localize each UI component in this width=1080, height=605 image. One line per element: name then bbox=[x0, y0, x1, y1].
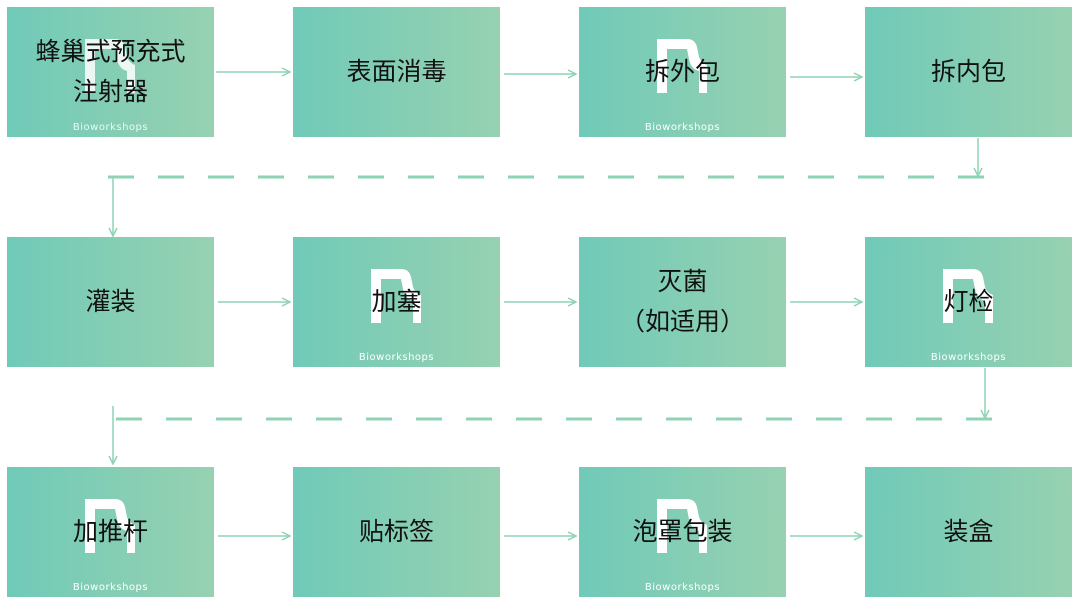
process-step-box: 贴标签 bbox=[293, 467, 500, 597]
bioworkshops-watermark-logo: Bioworkshops bbox=[579, 7, 786, 137]
process-step-label: 灌装 bbox=[85, 287, 136, 316]
watermark-text: Bioworkshops bbox=[930, 352, 1007, 363]
logo-mark-icon bbox=[943, 269, 993, 323]
process-step-label: 加塞 bbox=[371, 287, 422, 316]
process-step-label: 泡罩包装 bbox=[632, 517, 733, 546]
process-step-box: 装盒 bbox=[865, 467, 1072, 597]
process-step-label: 蜂巢式预充式 注射器 bbox=[35, 37, 186, 106]
process-step-label: 表面消毒 bbox=[346, 57, 447, 86]
logo-mark-icon bbox=[657, 39, 707, 93]
process-step-box: Bioworkshops 蜂巢式预充式 注射器 bbox=[7, 7, 214, 137]
watermark-text: Bioworkshops bbox=[644, 582, 721, 593]
process-step-label: 灭菌 （如适用） bbox=[619, 267, 745, 336]
watermark-text: Bioworkshops bbox=[72, 122, 149, 133]
bioworkshops-watermark-logo: Bioworkshops bbox=[7, 7, 214, 137]
bioworkshops-watermark-logo: Bioworkshops bbox=[579, 467, 786, 597]
process-step-box: Bioworkshops 灯检 bbox=[865, 237, 1072, 367]
process-step-label: 拆内包 bbox=[930, 57, 1006, 86]
process-step-label: 灯检 bbox=[943, 287, 994, 316]
process-step-box: Bioworkshops 拆外包 bbox=[579, 7, 786, 137]
bioworkshops-watermark-logo: Bioworkshops bbox=[865, 237, 1072, 367]
logo-mark-icon bbox=[371, 269, 421, 323]
process-step-label: 拆外包 bbox=[644, 57, 720, 86]
process-step-box: 拆内包 bbox=[865, 7, 1072, 137]
process-step-box: 灭菌 （如适用） bbox=[579, 237, 786, 367]
watermark-text: Bioworkshops bbox=[644, 122, 721, 133]
process-step-box: 表面消毒 bbox=[293, 7, 500, 137]
watermark-text: Bioworkshops bbox=[358, 352, 435, 363]
watermark-text: Bioworkshops bbox=[72, 582, 149, 593]
process-step-box: Bioworkshops 加塞 bbox=[293, 237, 500, 367]
bioworkshops-watermark-logo: Bioworkshops bbox=[293, 237, 500, 367]
logo-mark-icon bbox=[657, 499, 707, 553]
process-step-box: Bioworkshops 泡罩包装 bbox=[579, 467, 786, 597]
process-step-box: 灌装 bbox=[7, 237, 214, 367]
process-step-box: Bioworkshops 加推杆 bbox=[7, 467, 214, 597]
logo-mark-icon bbox=[85, 499, 135, 553]
logo-mark-icon bbox=[85, 39, 135, 93]
process-step-label: 装盒 bbox=[943, 517, 994, 546]
process-step-label: 加推杆 bbox=[72, 517, 148, 546]
process-step-label: 贴标签 bbox=[358, 517, 434, 546]
bioworkshops-watermark-logo: Bioworkshops bbox=[7, 467, 214, 597]
